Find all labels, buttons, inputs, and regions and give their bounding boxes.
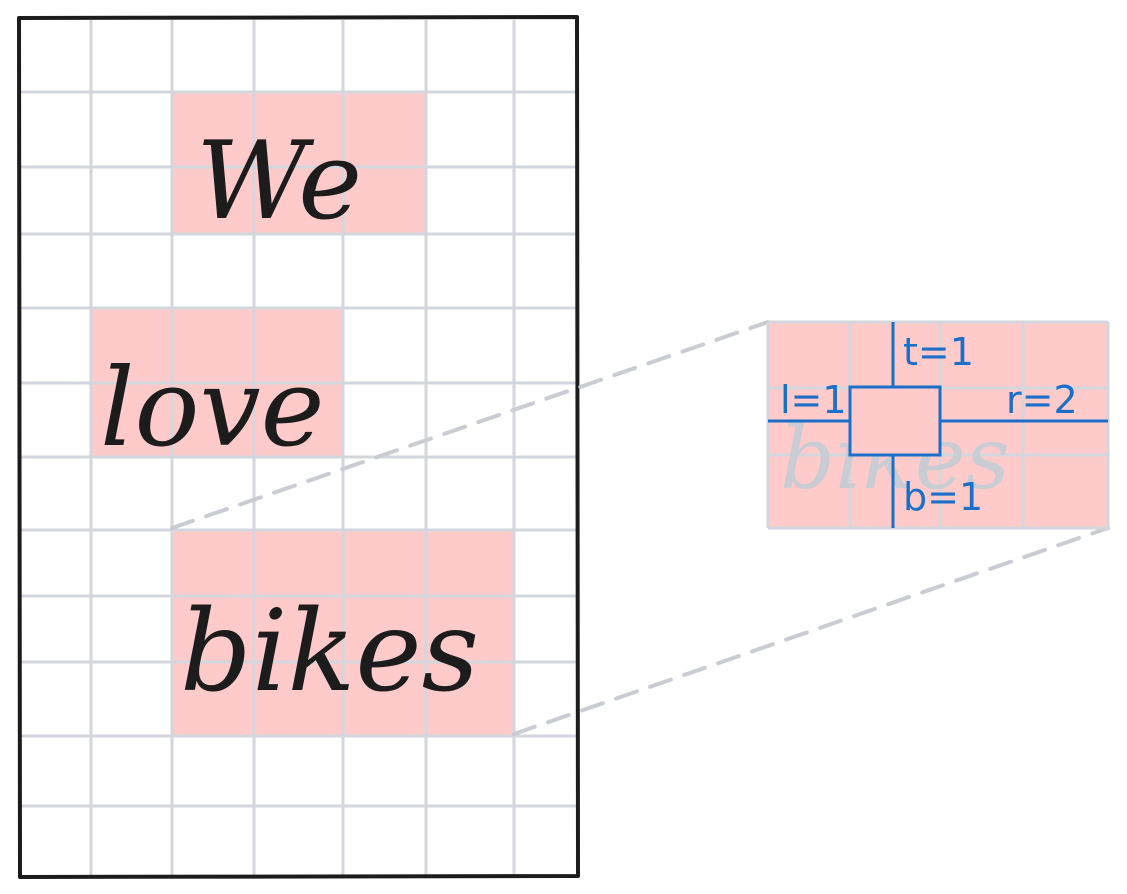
we-highlight bbox=[172, 92, 426, 234]
word-love: love bbox=[100, 346, 325, 471]
padding-bottom-label: b=1 bbox=[903, 475, 983, 519]
padding-left-label: l=1 bbox=[780, 378, 847, 422]
padding-top-label: t=1 bbox=[903, 330, 974, 374]
zoom-connectors bbox=[170, 320, 1110, 736]
word-we: We bbox=[196, 119, 362, 244]
content-box bbox=[848, 385, 942, 457]
word-bikes: bikes bbox=[180, 587, 479, 717]
padding-guides bbox=[768, 322, 1108, 528]
page-grid bbox=[20, 20, 576, 875]
padding-right-label: r=2 bbox=[1006, 378, 1078, 422]
detail-view: bikes t=1 l=1 r=2 b=1 bbox=[766, 320, 1110, 530]
connector-bottom bbox=[512, 526, 1110, 736]
page-frame bbox=[17, 15, 580, 879]
connector-top bbox=[170, 320, 770, 530]
